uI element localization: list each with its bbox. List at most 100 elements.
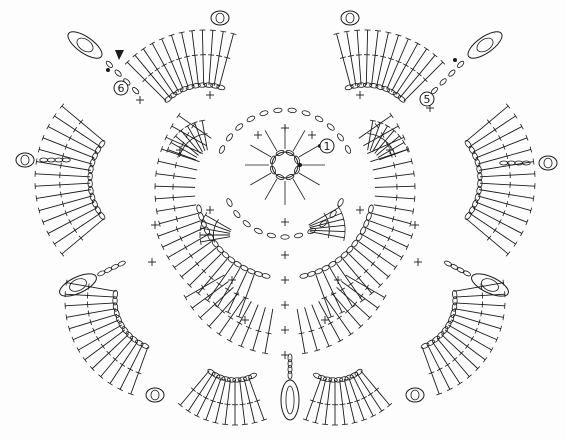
picot-loop-inner [474, 35, 495, 54]
stitch-top [342, 424, 348, 425]
double-crochet-stitch [331, 293, 361, 327]
stitch-top [156, 208, 157, 214]
double-crochet-stitch [387, 39, 409, 90]
stitch-top [177, 113, 180, 118]
chain-stitch [328, 260, 337, 268]
stitch-top [185, 125, 190, 128]
stitch-top [302, 353, 308, 354]
stitch-top [344, 31, 350, 32]
double-crochet-stitch [344, 379, 354, 423]
chain-stitch [98, 211, 107, 220]
chain-stitch [98, 139, 107, 148]
stitch-top [167, 255, 170, 260]
chain-stitch [281, 235, 289, 239]
double-crochet-stitch [480, 174, 535, 177]
stitch-top [394, 265, 397, 270]
chain-stitch [235, 123, 244, 132]
stitch-top [199, 120, 205, 121]
chain-stitch [323, 376, 332, 382]
double-crochet-stitch [67, 309, 116, 318]
stitch-bar [96, 336, 99, 341]
stitch-top [220, 31, 226, 32]
stitch-top [533, 159, 534, 165]
double-crochet-stitch [163, 228, 204, 247]
double-crochet-stitch [354, 248, 388, 277]
chain-stitch [444, 260, 453, 267]
stitch-top [483, 357, 487, 362]
stitch-bar [375, 123, 378, 128]
center-spoke [265, 179, 277, 200]
double-crochet-stitch [479, 190, 533, 199]
stitch-bar [174, 205, 175, 211]
stitch-top [204, 212, 207, 217]
double-crochet-stitch [422, 347, 439, 394]
chain-stitch [216, 374, 225, 381]
stitch-bar [471, 336, 474, 341]
stitch-top [383, 295, 386, 300]
start-marker-icon [115, 50, 124, 60]
center-spoke [293, 179, 305, 200]
stitch-bar [348, 55, 354, 56]
double-crochet-stitch [340, 380, 345, 425]
chain-stitch [294, 232, 303, 238]
stitch-top [156, 171, 157, 177]
stitch-bar [383, 245, 386, 250]
chain-stitch [462, 270, 471, 277]
double-crochet-stitch [479, 162, 533, 171]
double-crochet-stitch [476, 138, 527, 158]
chain-stitch [334, 256, 343, 265]
double-crochet-stitch [382, 35, 399, 87]
picot-loop-inner [21, 155, 29, 165]
chain-stitch [392, 91, 401, 99]
stitch-top [533, 195, 534, 201]
double-crochet-stitch [192, 281, 228, 308]
stitch-bar [499, 135, 502, 140]
chain-stitch [344, 145, 352, 154]
stitch-top [503, 314, 504, 320]
picot-loop-inner [151, 390, 159, 400]
stitch-top [242, 424, 248, 425]
double-crochet-stitch [201, 237, 231, 242]
double-crochet-stitch [373, 161, 412, 170]
chain-stitch [222, 376, 231, 382]
slip-stitch-dot [106, 68, 110, 72]
stitch-top [173, 265, 176, 270]
double-crochet-stitch [310, 232, 344, 238]
picot-loop [464, 27, 506, 63]
stitch-top [490, 347, 493, 352]
chain-stitch [233, 209, 242, 218]
stitch-top [415, 42, 420, 45]
stitch-bar [174, 173, 175, 179]
stitch-top [262, 353, 268, 354]
chain-stitch [267, 232, 276, 238]
chain-stitch [121, 326, 130, 335]
double-crochet-stitch [174, 242, 211, 268]
stitch-bar [391, 147, 394, 152]
chain-stitch [339, 376, 348, 382]
stitch-bar [403, 64, 408, 67]
chain-stitch [464, 211, 473, 220]
stitch-bar [155, 68, 160, 71]
chain-stitch [94, 145, 102, 154]
double-crochet-stitch [131, 347, 148, 394]
double-crochet-stitch [36, 190, 90, 199]
chain-stitch [259, 110, 268, 117]
chain-stitch [238, 376, 247, 382]
single-crochet-stitches [106, 58, 457, 359]
round-marker-5: 5 [420, 92, 434, 106]
chain-stitch [242, 219, 251, 228]
stitch-top [141, 47, 146, 50]
double-crochet-stitch [156, 174, 196, 179]
stitch-bar [368, 392, 373, 395]
stitch-bar [372, 55, 378, 56]
double-crochet-stitch [73, 320, 119, 340]
chain-stitch [226, 198, 234, 207]
double-crochet-stitch [315, 379, 325, 423]
chain-stitch [233, 260, 242, 268]
double-crochet-stitch [363, 126, 398, 146]
stitch-top [400, 255, 403, 260]
stitch-top [397, 123, 400, 128]
stitch-top [520, 124, 523, 129]
stitch-top [53, 113, 56, 118]
stitch-bar [481, 311, 482, 317]
